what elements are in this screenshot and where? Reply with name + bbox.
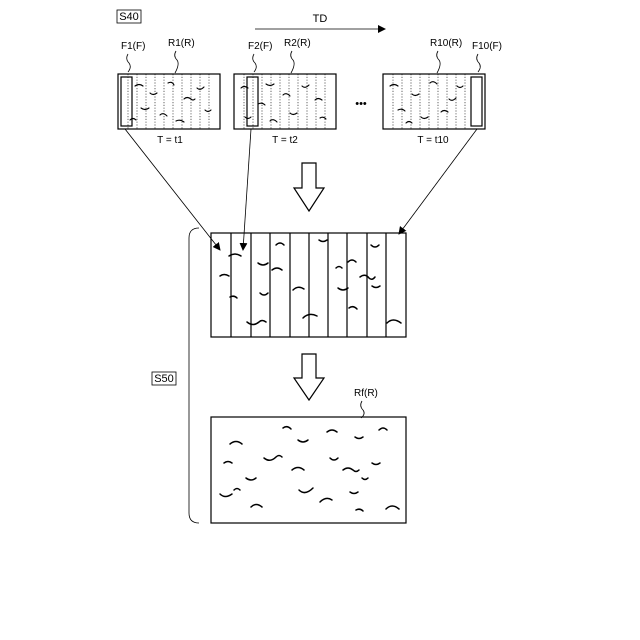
composite-strip-dividers (231, 233, 386, 337)
frame-t10-highlight-strip (471, 77, 482, 126)
frame-t1-region-label: R1(R) (168, 38, 195, 49)
frame-t2-region-label: R2(R) (284, 38, 311, 49)
frame-t2-frame-label: F2(F) (248, 41, 272, 52)
frame-t2: F2(F) R2(R) T = t2 (234, 38, 336, 146)
frame-t1-highlight-strip (121, 77, 132, 126)
svg-text:S40: S40 (119, 11, 139, 23)
result-image: Rf(R) (211, 388, 406, 523)
result-fibers (220, 427, 399, 511)
frame-t2-time: T = t2 (272, 135, 298, 146)
step-s50-bracket: S50 (152, 228, 199, 523)
frame-t1-fibers (130, 82, 211, 122)
frame-t1-time: T = t1 (157, 135, 183, 146)
svg-text:TD: TD (313, 13, 328, 25)
frame-t1: F1(F) R1(R) T = t1 (118, 38, 220, 146)
svg-text:S50: S50 (154, 373, 174, 385)
frame-t10-frame-label: F10(F) (472, 41, 502, 52)
strip-to-composite-arrows (125, 129, 477, 250)
frame-t10: F10(F) R10(R) T = t10 (383, 38, 502, 146)
td-direction-arrow: TD (255, 13, 385, 29)
frame-t1-frame-label: F1(F) (121, 41, 145, 52)
composite-image (211, 233, 406, 337)
frame-t2-fibers (241, 84, 326, 122)
frame-t10-time: T = t10 (417, 135, 449, 146)
frame-t2-strips (244, 74, 325, 129)
composite-fibers (220, 240, 401, 325)
frame-t10-region-label: R10(R) (430, 38, 462, 49)
down-arrow-1 (294, 163, 324, 211)
frame-t10-fibers (390, 82, 463, 123)
down-arrow-2 (294, 354, 324, 400)
frame-t10-strips (393, 74, 465, 129)
frames-ellipsis: ••• (355, 98, 367, 110)
step-s40-label: S40 (117, 10, 141, 23)
result-label: Rf(R) (354, 388, 378, 399)
